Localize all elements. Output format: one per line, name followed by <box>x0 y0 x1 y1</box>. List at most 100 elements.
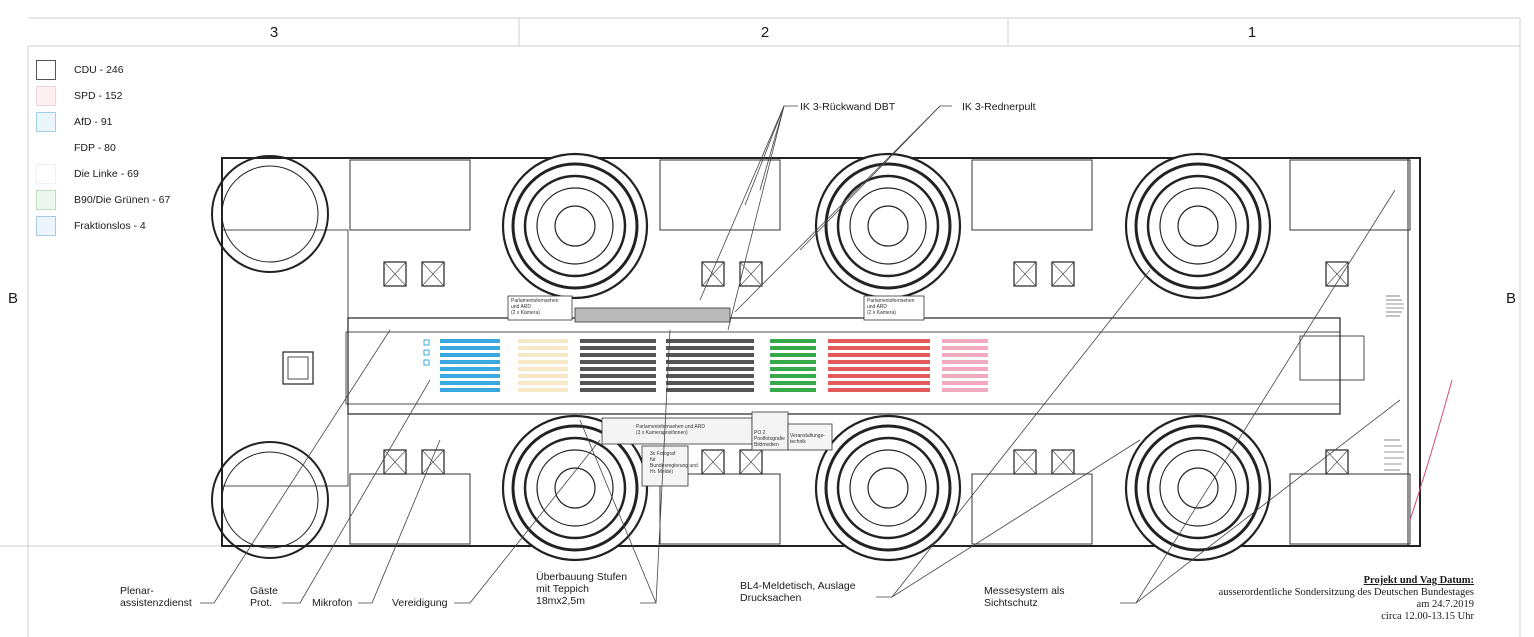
rotunda-ring <box>867 205 909 247</box>
seat-row <box>580 360 656 364</box>
seat-row <box>518 346 568 350</box>
seat-row <box>666 339 754 343</box>
seat-row <box>666 381 754 385</box>
rotunda-ring <box>836 436 940 540</box>
grid-column-2: 2 <box>760 24 770 41</box>
seat-row <box>666 360 754 364</box>
rotunda-ring <box>1177 205 1219 247</box>
rotunda-ring <box>1134 424 1262 552</box>
rotunda-ring <box>211 441 329 559</box>
lift-cross <box>1013 449 1037 475</box>
seat-row <box>828 339 930 343</box>
seat-row <box>518 367 568 371</box>
seat-row <box>942 374 988 378</box>
legend-label: FDP - 80 <box>74 142 116 154</box>
rotunda-ring <box>1146 436 1250 540</box>
red-route <box>1409 379 1453 521</box>
seat-row <box>942 381 988 385</box>
callout-plenar: Plenar- assistenzdienst <box>120 585 192 609</box>
fraktionslos-seat <box>423 349 430 356</box>
stairs <box>1384 295 1404 471</box>
lift-cross <box>701 449 725 475</box>
lift-cross <box>1051 261 1075 287</box>
service-core <box>971 473 1093 545</box>
grid-row-left: B <box>8 290 19 307</box>
seat-row <box>580 388 656 392</box>
rotunda-ring <box>824 162 952 290</box>
legend-label: B90/Die Grünen - 67 <box>74 194 171 206</box>
seat-row <box>580 346 656 350</box>
media-areas <box>507 295 925 487</box>
lift-cross <box>1051 449 1075 475</box>
lift-cross <box>1325 449 1349 475</box>
legend-label: AfD - 91 <box>74 116 113 128</box>
seat-row <box>942 360 988 364</box>
lift-cross <box>383 261 407 287</box>
seat-row <box>518 353 568 357</box>
seat-row <box>440 381 500 385</box>
seat-row <box>580 339 656 343</box>
rotunda-ring <box>849 187 927 265</box>
seat-row <box>770 353 816 357</box>
seat-row <box>666 374 754 378</box>
callout-vereidigung: Vereidigung <box>392 597 448 609</box>
seat-row <box>518 381 568 385</box>
legend-swatch <box>36 190 56 210</box>
seat-row <box>440 367 500 371</box>
rotunda-ring <box>221 451 319 549</box>
seat-row <box>580 374 656 378</box>
seat-row <box>828 388 930 392</box>
rotunda-ring <box>849 449 927 527</box>
seat-row <box>828 381 930 385</box>
callout-bl4: BL4-Meldetisch, Auslage Drucksachen <box>740 580 856 604</box>
lift-box <box>421 261 445 287</box>
rotunda-ring <box>1134 162 1262 290</box>
legend-swatch <box>36 86 56 106</box>
seat-row <box>580 367 656 371</box>
project-line-2: am 24.7.2019 <box>1416 599 1474 610</box>
rotunda-ring <box>1159 449 1237 527</box>
rotunda-ring <box>867 467 909 509</box>
service-core <box>349 473 471 545</box>
seat-row <box>770 367 816 371</box>
seat-row <box>440 346 500 350</box>
project-line-3: circa 12.00-13.15 Uhr <box>1381 611 1474 622</box>
seat-row <box>828 360 930 364</box>
seat-row <box>440 388 500 392</box>
seat-row <box>942 339 988 343</box>
legend-swatch <box>36 112 56 132</box>
service-core <box>971 159 1093 231</box>
seat-row <box>666 367 754 371</box>
rotunda-ring <box>1177 467 1219 509</box>
seat-row <box>770 346 816 350</box>
grid-column-3: 3 <box>269 24 279 41</box>
lift-cross <box>421 449 445 475</box>
seat-row <box>440 339 500 343</box>
seat-row <box>770 388 816 392</box>
project-title: Projekt und Vag Datum: <box>1363 575 1474 586</box>
service-core <box>349 159 471 231</box>
sheet-frame <box>0 17 1521 637</box>
grid-row-right: B <box>1506 290 1517 307</box>
seat-row <box>942 346 988 350</box>
callout-rueckwand: IK 3-Rückwand DBT <box>800 101 896 113</box>
grid-column-1: 1 <box>1247 24 1257 41</box>
lift-cross <box>739 449 763 475</box>
seat-row <box>440 353 500 357</box>
lift-cross <box>421 261 445 287</box>
hall-outline <box>221 157 1421 547</box>
lift-box <box>739 261 763 287</box>
legend-swatch <box>36 138 56 158</box>
rotunda-ring <box>511 162 639 290</box>
seat-row <box>666 388 754 392</box>
lift-cross <box>739 261 763 287</box>
rotunda-ring <box>221 165 319 263</box>
rotunda-ring <box>1159 187 1237 265</box>
seat-row <box>770 339 816 343</box>
tech-label: Veranstaltungs-technik <box>790 433 825 445</box>
seat-row <box>580 381 656 385</box>
rotunda-ring <box>511 424 639 552</box>
